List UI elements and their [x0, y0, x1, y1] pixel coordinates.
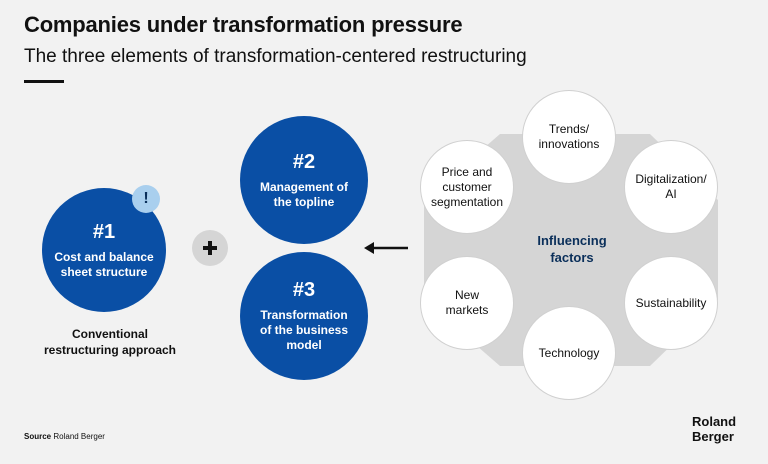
roland-berger-logo: Roland Berger	[692, 414, 737, 444]
exclamation-icon: !	[132, 185, 160, 213]
factor-price-customer: Price and customer segmentation	[420, 140, 514, 234]
factor-trends: Trends/ innovations	[522, 90, 616, 184]
title-underline	[24, 80, 64, 83]
influencing-factors-label: Influencing factors	[537, 233, 607, 265]
factor-digitalization: Digitalization/ AI	[624, 140, 718, 234]
element-1-number: #1	[92, 220, 116, 243]
element-3-circle: #3 Transformation of the business model	[240, 252, 368, 380]
page-subtitle: The three elements of transformation-cen…	[24, 46, 527, 67]
plus-icon	[192, 230, 228, 266]
element-1-label: Cost and balance sheet structure	[54, 249, 154, 279]
source-note: Source Roland Berger	[24, 432, 105, 441]
left-arrow-icon	[364, 242, 408, 254]
element-3-label: Transformation of the business model	[259, 308, 348, 352]
element-2-circle: #2 Management of the topline	[240, 116, 368, 244]
element-2-number: #2	[292, 150, 316, 173]
factor-technology: Technology	[522, 306, 616, 400]
factor-new-markets: New markets	[420, 256, 514, 350]
element-1-circle: #1 Cost and balance sheet structure	[42, 188, 166, 312]
factor-sustainability: Sustainability	[624, 256, 718, 350]
page-title: Companies under transformation pressure	[24, 12, 463, 37]
element-2-label: Management of the topline	[259, 179, 348, 209]
element-3-number: #3	[292, 279, 316, 301]
conventional-approach-label: Conventional restructuring approach	[43, 327, 177, 357]
